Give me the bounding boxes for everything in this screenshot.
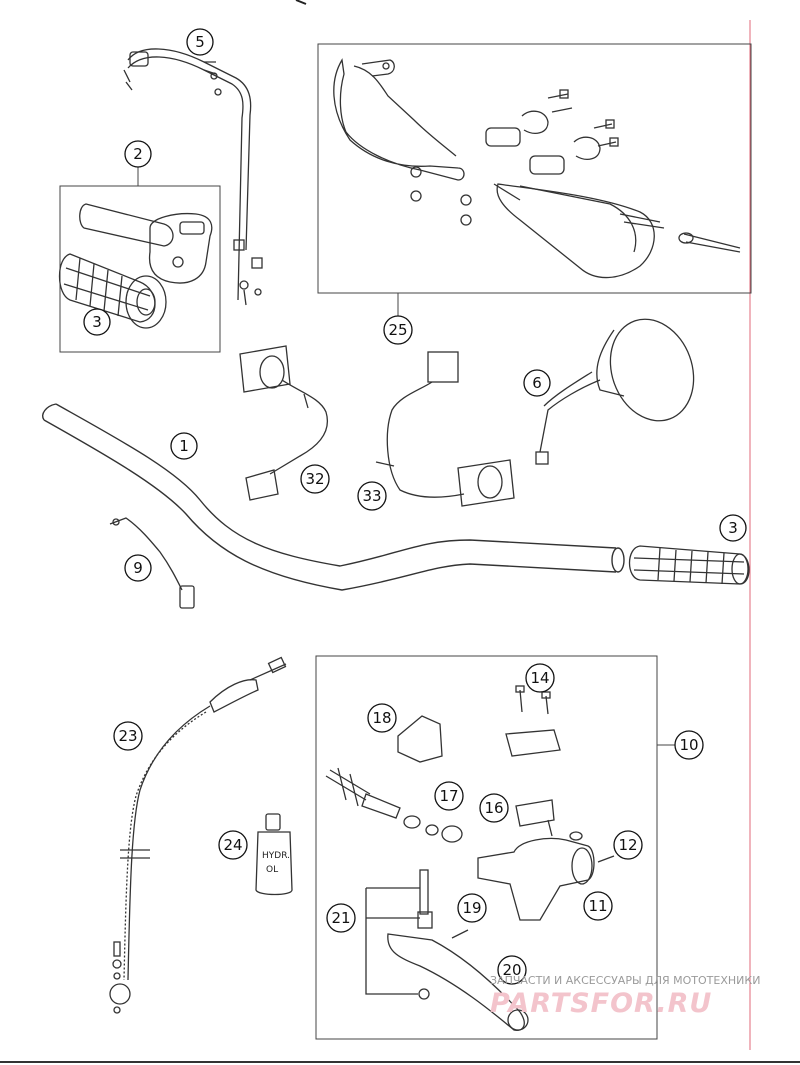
callout-10: 10 <box>674 730 704 760</box>
svg-text:12: 12 <box>618 836 637 854</box>
callout-6: 6 <box>523 369 551 397</box>
callout-33: 33 <box>357 481 387 511</box>
callout-17: 17 <box>434 781 464 811</box>
throttle-cables <box>123 48 263 306</box>
svg-text:23: 23 <box>118 727 137 745</box>
svg-text:1: 1 <box>179 437 189 455</box>
watermark-brand: PARTSFOR.RU <box>490 988 712 1019</box>
callout-25: 25 <box>383 315 413 345</box>
callout-12: 12 <box>613 830 643 860</box>
mirror-6 <box>535 318 695 465</box>
sensor-9 <box>109 517 195 609</box>
grip-rubber-left <box>58 253 167 329</box>
svg-text:2: 2 <box>133 145 143 163</box>
callout-32: 32 <box>300 464 330 494</box>
callout-2: 2 <box>124 140 152 168</box>
box-handguard-group <box>317 43 752 294</box>
svg-text:16: 16 <box>484 799 503 817</box>
svg-text:20: 20 <box>502 961 521 979</box>
svg-text:11: 11 <box>588 897 607 915</box>
callout-1: 1 <box>170 432 198 460</box>
clutch-hose-23 <box>109 656 287 1014</box>
callout-24: 24 <box>218 830 248 860</box>
callout-9: 9 <box>124 554 152 582</box>
svg-text:25: 25 <box>388 321 407 339</box>
callout-19: 19 <box>457 893 487 923</box>
svg-text:21: 21 <box>331 909 350 927</box>
callout-20: 20 <box>497 955 527 985</box>
callout-16: 16 <box>479 793 509 823</box>
handlebar-1 <box>42 403 625 591</box>
callout-3-right: 3 <box>719 514 747 542</box>
svg-text:24: 24 <box>223 836 242 854</box>
svg-text:5: 5 <box>195 33 205 51</box>
fluid-bottle-24 <box>255 813 293 896</box>
callout-11: 11 <box>583 891 613 921</box>
callout-21: 21 <box>326 903 356 933</box>
svg-text:10: 10 <box>679 736 698 754</box>
callout-23: 23 <box>113 721 143 751</box>
callout-18: 18 <box>367 703 397 733</box>
svg-text:19: 19 <box>462 899 481 917</box>
top-fragment <box>295 0 307 5</box>
svg-text:6: 6 <box>532 374 542 392</box>
hand-guard-assembly <box>333 58 741 279</box>
throttle-grip <box>79 203 213 284</box>
svg-text:14: 14 <box>530 669 549 687</box>
box-clutch-group <box>315 655 658 1040</box>
switch-33 <box>375 351 515 507</box>
bottle-label-2: OL <box>266 865 278 875</box>
svg-text:17: 17 <box>439 787 458 805</box>
master-cylinder-parts <box>325 685 615 1031</box>
switch-32 <box>239 345 328 501</box>
callouts: 1 2 3 3 5 6 9 10 11 12 14 16 17 18 19 20… <box>83 28 747 985</box>
svg-text:32: 32 <box>305 470 324 488</box>
svg-text:9: 9 <box>133 559 143 577</box>
watermark-tagline: ЗАПЧАСТИ И АКСЕССУАРЫ ДЛЯ МОТОТЕХНИКИ <box>490 974 760 987</box>
bottle-label-1: HYDR. <box>262 851 290 861</box>
callout-3-left: 3 <box>83 308 111 336</box>
svg-text:3: 3 <box>92 313 102 331</box>
callout-14: 14 <box>525 663 555 693</box>
svg-text:3: 3 <box>728 519 738 537</box>
svg-text:33: 33 <box>362 487 381 505</box>
svg-text:18: 18 <box>372 709 391 727</box>
grip-rubber-right <box>628 545 750 585</box>
callout-5: 5 <box>186 28 214 56</box>
